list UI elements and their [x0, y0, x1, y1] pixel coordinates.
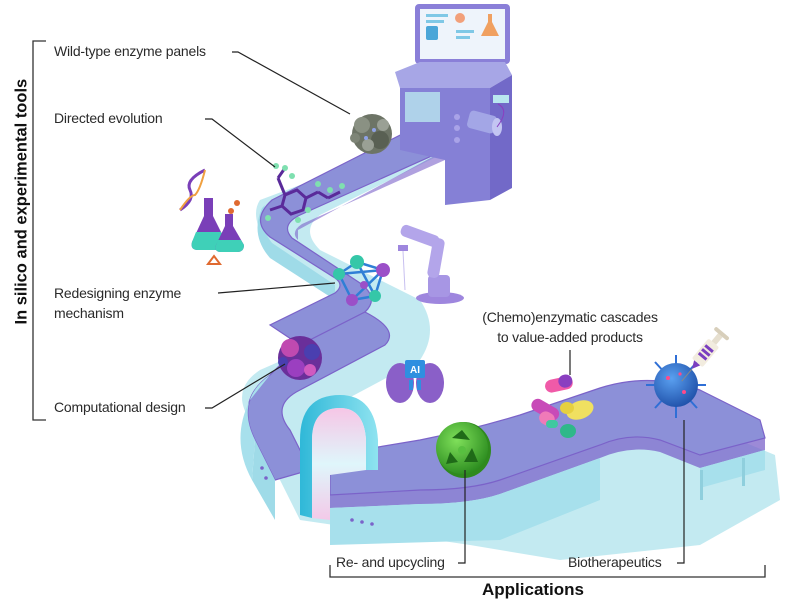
- label-computational-design: Computational design: [54, 399, 186, 415]
- tools-group-title: In silico and experimental tools: [12, 78, 31, 325]
- label-directed-evolution: Directed evolution: [54, 110, 163, 126]
- applications-group-title: Applications: [482, 580, 585, 599]
- designed-protein-icon: [278, 336, 322, 380]
- leader-lines: [205, 51, 685, 564]
- label-biotherapeutics: Biotherapeutics: [568, 554, 662, 570]
- small-molecule-icon: [269, 167, 341, 216]
- label-wild-type-enzyme-panels: Wild-type enzyme panels: [54, 43, 206, 59]
- wild-type-enzyme-protein-icon: [350, 114, 392, 154]
- leader-redesigning: [217, 282, 336, 294]
- label-redesigning-enzyme-line2: mechanism: [54, 305, 124, 321]
- robot-arm-icon: [398, 224, 464, 304]
- ai-chip-label: AI: [410, 365, 420, 376]
- ai-brain-icon: AI: [386, 360, 444, 403]
- label-cascades-line1: (Chemo)enzymatic cascades: [482, 309, 658, 325]
- conveyor-base-shadow: [242, 140, 780, 560]
- computer-workstation: [395, 4, 512, 205]
- leader-directed-evolution: [205, 118, 276, 168]
- pills-icon: [531, 374, 594, 438]
- left-bracket: [32, 40, 46, 421]
- enzyme-mechanism-network-icon: [333, 255, 390, 306]
- recycle-icon: [436, 422, 491, 478]
- leader-wild-type: [232, 51, 351, 115]
- leader-upcycling: [458, 470, 466, 564]
- label-cascades-line2: to value-added products: [497, 329, 643, 345]
- conveyor-belt-middle: [240, 311, 390, 520]
- label-redesigning-enzyme-line1: Redesigning enzyme: [54, 285, 182, 301]
- bottom-bracket: [329, 565, 766, 578]
- label-re-and-upcycling: Re- and upcycling: [336, 554, 445, 570]
- molecule-atoms: [265, 163, 345, 223]
- virus-icon: [646, 355, 706, 418]
- leader-biotherapeutics: [677, 420, 685, 564]
- lab-flasks-icon: [191, 198, 244, 265]
- dna-helix-icon: [179, 168, 206, 212]
- portal-arch: [300, 395, 378, 520]
- syringe-icon: [681, 327, 729, 382]
- motor-icon: [467, 103, 505, 136]
- leader-computational: [205, 363, 286, 409]
